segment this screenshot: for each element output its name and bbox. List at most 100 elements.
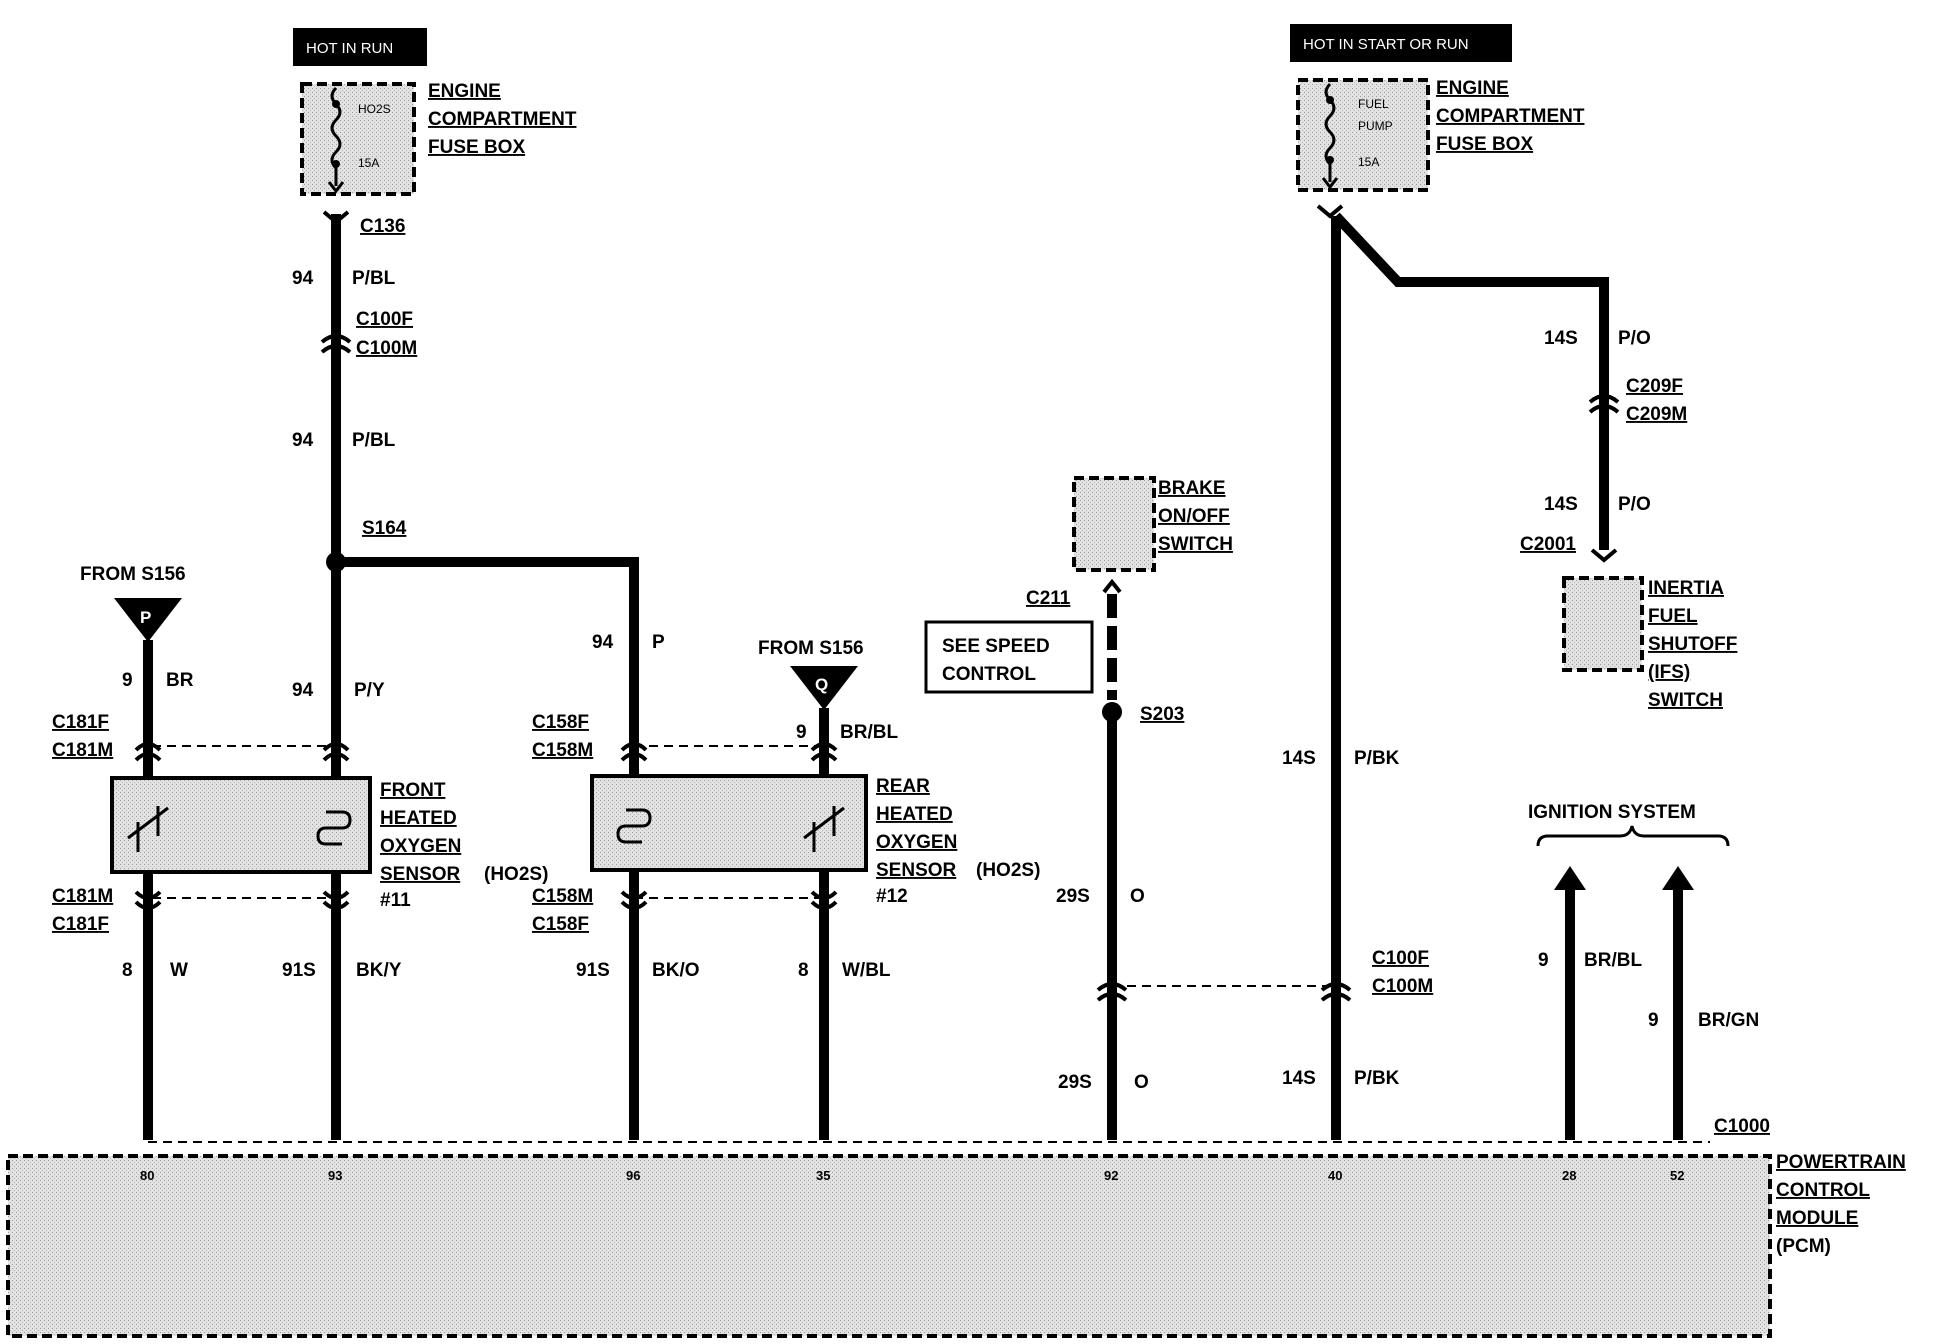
label-components-front_sensor-2: OXYGEN: [380, 836, 461, 857]
label-components-rear_sensor_num: #12: [876, 886, 908, 907]
engine-compartment-fuse-box-left: HO2S 15A ENGINE COMPARTMENT FUSE BOX: [300, 81, 577, 196]
pin-label: 93: [328, 1168, 342, 1183]
label-components-rear_sensor-2: OXYGEN: [876, 832, 957, 853]
label-connectors-s203: S203: [1140, 704, 1184, 725]
label-wires-w29a_num: 29S: [1056, 886, 1090, 907]
label-components-rear_sensor-1: HEATED: [876, 804, 953, 825]
front-heated-oxygen-sensor: FRONT HEATED OXYGEN SENSOR (HO2S) #11: [110, 776, 548, 911]
label-components-front_sensor-3: SENSOR: [380, 864, 461, 885]
label-fuse_right-title-0: ENGINE: [1436, 78, 1509, 99]
hot-in-start-or-run-label: HOT IN START OR RUN: [1290, 24, 1512, 62]
label-wires-w94b_col: P/BL: [352, 430, 396, 451]
label-components-pcm-0: POWERTRAIN: [1776, 1152, 1906, 1173]
label-connectors-c181m: C181M: [52, 886, 113, 907]
label-wires-w29b_col: O: [1134, 1072, 1149, 1093]
label-components-brake_switch-2: SWITCH: [1158, 534, 1233, 555]
pin-label: 96: [626, 1168, 640, 1183]
label-connectors-c2001: C2001: [1520, 534, 1576, 555]
label-fuse_left-title-1: COMPARTMENT: [428, 109, 577, 130]
label-connectors-s164: S164: [362, 518, 407, 539]
label-connectors-c158m: C158M: [532, 740, 593, 761]
pin-label: 52: [1670, 1168, 1684, 1183]
label-components-inertia_switch-4: SWITCH: [1648, 690, 1723, 711]
hot-in-run-label: HOT IN RUN: [293, 28, 427, 66]
label-wires-w14po_a_num: 14S: [1544, 328, 1578, 349]
label-connectors-c181f: C181F: [52, 712, 109, 733]
label-wires-w94c_num: 94: [292, 680, 314, 701]
powertrain-control-module: POWERTRAIN CONTROL MODULE (PCM): [6, 1152, 1906, 1338]
label-components-pcm-3: (PCM): [1776, 1236, 1831, 1257]
label-wires-w9ign_col: BR/BL: [1584, 950, 1642, 971]
label-wires-w94c_col: P/Y: [354, 680, 385, 701]
label-wires-w14po_b_num: 14S: [1544, 494, 1578, 515]
pcm-pin-labels: 80 93 96 35 92 40 28 52: [140, 1168, 1684, 1183]
label-components-brake_switch-1: ON/OFF: [1158, 506, 1230, 527]
label-connectors-c158f: C158F: [532, 914, 589, 935]
rear-heated-oxygen-sensor: REAR HEATED OXYGEN SENSOR (HO2S) #12: [590, 774, 1040, 907]
label-components-inertia_switch-0: INERTIA: [1648, 578, 1724, 599]
inertia-fuel-shutoff-switch: INERTIA FUEL SHUTOFF (IFS) SWITCH: [1562, 576, 1737, 711]
label-components-rear_sensor-3: SENSOR: [876, 860, 957, 881]
brake-on-off-switch: BRAKE ON/OFF SWITCH: [1072, 476, 1233, 572]
label-wires-w9brbl_col: BR/BL: [840, 722, 898, 743]
label-wires-w94a_num: 94: [292, 268, 314, 289]
label-connectors-c158m: C158M: [532, 886, 593, 907]
wire-94-p: [336, 557, 639, 752]
label-wires-w9br_col: BR: [166, 670, 194, 691]
label-wires-w8w_num: 8: [122, 960, 133, 981]
label-wires-w29a_col: O: [1130, 886, 1145, 907]
label-wires-w14pbk_a_num: 14S: [1282, 748, 1316, 769]
label-wires-w91bky_num: 91S: [282, 960, 316, 981]
label-fuse_right-fuse_rating: 15A: [1358, 155, 1379, 169]
label-fuse_right-fuse_name_2: PUMP: [1358, 119, 1393, 133]
wire-14s-p-o: [1332, 212, 1609, 550]
from-s156-q: FROM S156 Q: [758, 638, 864, 710]
label-connectors-c181f: C181F: [52, 914, 109, 935]
label-wires-w9brgn_col: BR/GN: [1698, 1010, 1759, 1031]
fuse-rating: 15A: [358, 156, 379, 170]
pin-label: 80: [140, 1168, 154, 1183]
label-wires-w94d_num: 94: [592, 632, 614, 653]
label-supplies-right_label: HOT IN START OR RUN: [1303, 36, 1469, 53]
label-fuse_right-fuse_name_1: FUEL: [1358, 97, 1389, 111]
label-wires-w14pbk_b_col: P/BK: [1354, 1068, 1400, 1089]
pin-label: 28: [1562, 1168, 1576, 1183]
from-s156-p: FROM S156 P: [80, 564, 186, 642]
label-fuse_left-title-0: ENGINE: [428, 81, 501, 102]
label-connectors-c100f: C100F: [356, 309, 413, 330]
label-connectors-c209f: C209F: [1626, 376, 1683, 397]
label-wires-w8w_col: W: [170, 960, 188, 981]
label-wires-w14po_b_col: P/O: [1618, 494, 1651, 515]
label-components-pcm-1: CONTROL: [1776, 1180, 1870, 1201]
label-connectors-c100f: C100F: [1372, 948, 1429, 969]
label-wires-w29b_num: 29S: [1058, 1072, 1092, 1093]
label-components-speed_control_note-0: SEE SPEED: [942, 636, 1050, 657]
label-components-pcm-2: MODULE: [1776, 1208, 1858, 1229]
label-connectors-c100m: C100M: [356, 338, 417, 359]
label-connectors-splice_q: Q: [815, 675, 828, 694]
engine-compartment-fuse-box-right: FUEL PUMP 15A ENGINE COMPARTMENT FUSE BO…: [1296, 78, 1585, 192]
label-wires-w14pbk_a_col: P/BK: [1354, 748, 1400, 769]
label-wires-w9br_num: 9: [122, 670, 133, 691]
label-components-inertia_switch-3: (IFS): [1648, 662, 1690, 683]
label-wires-w14po_a_col: P/O: [1618, 328, 1651, 349]
label-connectors-from_s156_q: FROM S156: [758, 638, 864, 659]
label-connectors-c100m: C100M: [1372, 976, 1433, 997]
label-connectors-from_s156_p: FROM S156: [80, 564, 186, 585]
label-wires-w91bko_num: 91S: [576, 960, 610, 981]
label-components-front_sensor-0: FRONT: [380, 780, 446, 801]
label-components-front_sensor_num: #11: [380, 890, 411, 911]
label-components-rear_sensor_suffix: (HO2S): [976, 860, 1040, 881]
label-components-front_sensor_suffix: (HO2S): [484, 864, 548, 885]
label-connectors-c211: C211: [1026, 588, 1071, 609]
label-components-front_sensor-1: HEATED: [380, 808, 457, 829]
label-connectors-c158f: C158F: [532, 712, 589, 733]
label-connectors-c1000: C1000: [1714, 1116, 1770, 1137]
label-wires-w91bky_col: BK/Y: [356, 960, 402, 981]
label-wires-w94b_num: 94: [292, 430, 314, 451]
label-wires-w8wbl_num: 8: [798, 960, 809, 981]
label-components-inertia_switch-2: SHUTOFF: [1648, 634, 1737, 655]
label-connectors-c136: C136: [360, 216, 405, 237]
label-wires-w91bko_col: BK/O: [652, 960, 700, 981]
